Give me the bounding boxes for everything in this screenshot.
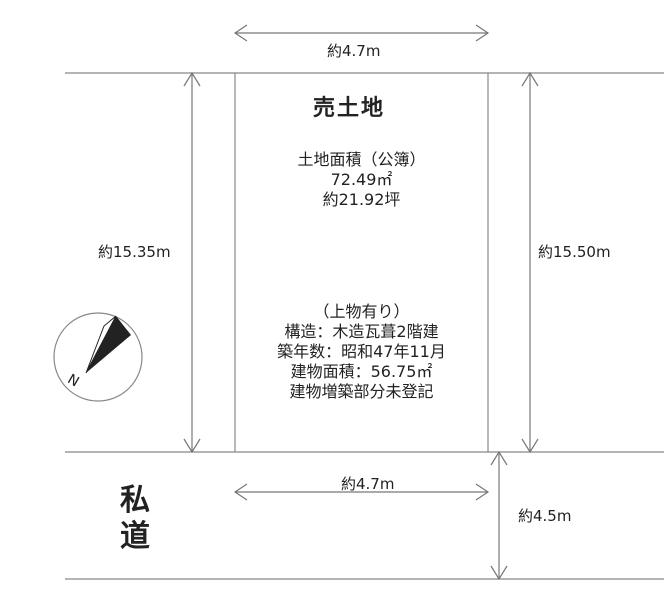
building-info-block: （上物有り） 構造：木造瓦葺2階建 築年数：昭和47年11月 建物面積：56.7…	[235, 302, 488, 402]
page-title: 売土地	[313, 96, 386, 121]
left-depth-arrow	[183, 71, 201, 454]
land-area-m2: 72.49㎡	[330, 170, 393, 189]
land-area-tsubo: 約21.92坪	[322, 190, 401, 209]
right-depth-arrow	[521, 71, 539, 454]
compass-needle-light	[85, 315, 117, 374]
private-road-char-1: 私	[120, 483, 150, 518]
building-area: 建物面積：56.75㎡	[290, 362, 433, 381]
private-road-char-2: 道	[120, 519, 150, 554]
compass-needle-dark	[86, 316, 131, 373]
land-area-label: 土地面積（公簿）	[297, 150, 426, 169]
road-depth-arrow	[490, 450, 508, 581]
building-built-date: 築年数：昭和47年11月	[277, 342, 446, 361]
right-depth-label: 約15.50m	[538, 243, 611, 261]
road-depth-label: 約4.5m	[518, 507, 572, 525]
building-structure: 構造：木造瓦葺2階建	[284, 322, 439, 341]
road-width-arrow	[233, 483, 490, 501]
top-width-label: 約4.7m	[327, 42, 381, 60]
land-area-block: 土地面積（公簿） 72.49㎡ 約21.92坪	[235, 150, 488, 210]
building-unregistered: 建物増築部分未登記	[289, 382, 434, 401]
road-width-label: 約4.7m	[341, 475, 395, 493]
top-width-arrow	[233, 24, 490, 42]
left-depth-label: 約15.35m	[98, 243, 171, 261]
compass-icon	[53, 312, 143, 402]
building-note: （上物有り）	[313, 302, 410, 321]
